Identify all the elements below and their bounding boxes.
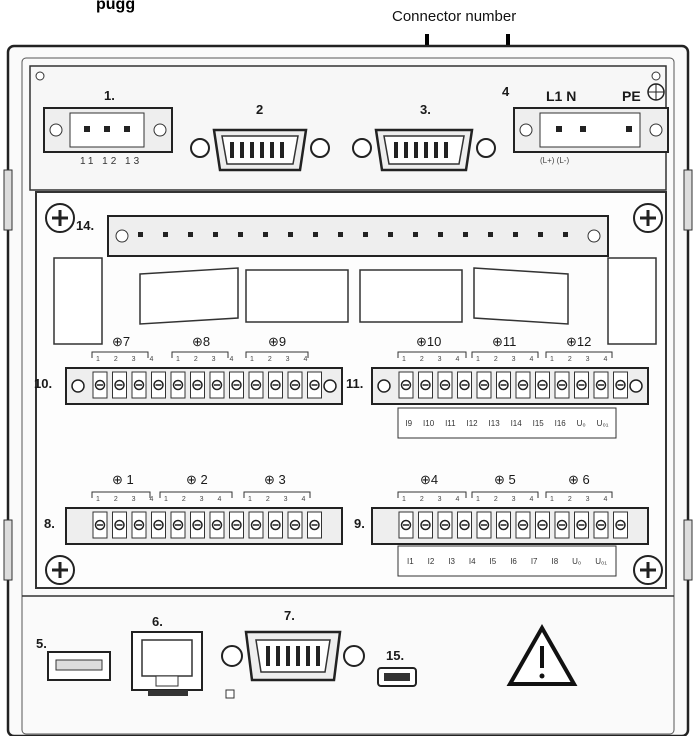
pin-numbers-7: 1 2 3 4 xyxy=(96,356,160,363)
terminal-14-pin xyxy=(438,232,443,237)
connector-label-7: 7. xyxy=(284,608,295,623)
pin-numbers-2: 1 2 3 4 xyxy=(164,496,228,503)
connector-label-3: 3. xyxy=(420,102,431,117)
input-label: I3 xyxy=(448,556,455,566)
group-label-3: ⊕ 3 xyxy=(264,472,286,487)
row-end-screw xyxy=(323,379,337,393)
terminal-14-pin xyxy=(313,232,318,237)
input-label: I7 xyxy=(530,556,538,566)
row-end-screw xyxy=(377,379,391,393)
input-label: I4 xyxy=(468,556,476,566)
terminal-14-pin xyxy=(538,232,543,237)
row-end-screw xyxy=(629,379,643,393)
terminal-14-pin xyxy=(463,232,468,237)
input-label: I14 xyxy=(510,418,522,428)
input-label: U₀₁ xyxy=(595,556,607,566)
group-label-6: ⊕ 6 xyxy=(568,472,590,487)
pin-numbers-4: 1 2 3 4 xyxy=(402,496,466,503)
input-label: I1 xyxy=(406,556,414,566)
terminal-14-pin xyxy=(413,232,418,237)
input-label: I9 xyxy=(405,418,413,428)
terminal-1-pins: 11 12 13 xyxy=(80,156,143,167)
input-label: I16 xyxy=(554,418,566,428)
pin-numbers-9: 1 2 3 4 xyxy=(250,356,314,363)
connector-label-14: 14. xyxy=(76,218,95,233)
terminal-14-pin xyxy=(563,232,568,237)
connector-label-8: 8. xyxy=(44,516,55,531)
group-label-12: ⊕12 xyxy=(566,334,592,349)
terminal-14-pin xyxy=(513,232,518,237)
power-labels: L1 N xyxy=(546,88,577,104)
input-labels-lower: I1 I2 I3 I4 I5 I6 I7 I8 U₀ U₀₁ xyxy=(400,548,614,574)
connector-label-1: 1. xyxy=(104,88,115,103)
pe-label: PE xyxy=(622,88,641,104)
group-label-11: ⊕11 xyxy=(492,334,517,349)
connector-label-11: 11. xyxy=(346,376,364,391)
pin-numbers-12: 1 2 3 4 xyxy=(550,356,614,363)
input-label: I5 xyxy=(489,556,497,566)
connector-label-2: 2 xyxy=(256,102,264,117)
group-label-1: ⊕ 1 xyxy=(112,472,134,487)
terminal-14-pin xyxy=(363,232,368,237)
terminal-14-pin xyxy=(188,232,193,237)
terminal-14-pin xyxy=(238,232,243,237)
input-label: I12 xyxy=(466,418,478,428)
connector-label-6: 6. xyxy=(152,614,163,629)
pin-numbers-11: 1 2 3 4 xyxy=(476,356,540,363)
header-partial-text: pugg xyxy=(96,0,136,13)
terminal-14-pin xyxy=(288,232,293,237)
pin-numbers-8: 1 2 3 4 xyxy=(176,356,240,363)
group-label-7: ⊕7 xyxy=(112,334,131,349)
input-label: I2 xyxy=(427,556,435,566)
input-label: I10 xyxy=(423,418,435,428)
input-label: I8 xyxy=(551,556,559,566)
input-label: I11 xyxy=(445,418,456,428)
connector-label-5: 5. xyxy=(36,636,47,651)
connector-label-9: 9. xyxy=(354,516,365,531)
group-label-9: ⊕9 xyxy=(268,334,287,349)
group-label-4: ⊕4 xyxy=(420,472,439,487)
input-labels-upper: I9 I10 I11 I12 I13 I14 I15 I16 U₀ U₀₁ xyxy=(400,410,614,436)
terminal-14-pin xyxy=(488,232,493,237)
input-label: I13 xyxy=(488,418,500,428)
terminal-14-pin xyxy=(138,232,143,237)
pin-numbers-6: 1 2 3 4 xyxy=(550,496,614,503)
terminal-14-pin xyxy=(388,232,393,237)
connector-label-4: 4 xyxy=(502,84,510,99)
row-end-screw xyxy=(71,379,85,393)
connector-label-10: 10. xyxy=(34,376,53,391)
input-label: U₀ xyxy=(576,418,586,428)
connector-number-callout: Connector number xyxy=(392,8,517,25)
terminal-14-pin xyxy=(263,232,268,237)
pin-numbers-10: 1 2 3 4 xyxy=(402,356,466,363)
pin-numbers-1: 1 2 3 4 xyxy=(96,496,160,503)
pin-numbers-5: 1 2 3 4 xyxy=(476,496,540,503)
group-label-8: ⊕8 xyxy=(192,334,211,349)
power-sub-labels: (L+) (L-) xyxy=(540,156,570,165)
input-label: U₀₁ xyxy=(596,418,609,428)
terminal-14-pin xyxy=(163,232,168,237)
connector-label-15: 15. xyxy=(386,648,405,663)
group-label-2: ⊕ 2 xyxy=(186,472,208,487)
input-label: U₀ xyxy=(572,556,582,566)
housing-inner-outline xyxy=(21,57,675,735)
terminal-14 xyxy=(107,215,609,257)
pin-numbers-3: 1 2 3 4 xyxy=(248,496,312,503)
terminal-14-pin xyxy=(338,232,343,237)
input-label: I6 xyxy=(510,556,517,566)
group-label-10: ⊕10 xyxy=(416,334,442,349)
input-label: I15 xyxy=(532,418,544,428)
terminal-14-pin xyxy=(213,232,218,237)
group-label-5: ⊕ 5 xyxy=(494,472,516,487)
